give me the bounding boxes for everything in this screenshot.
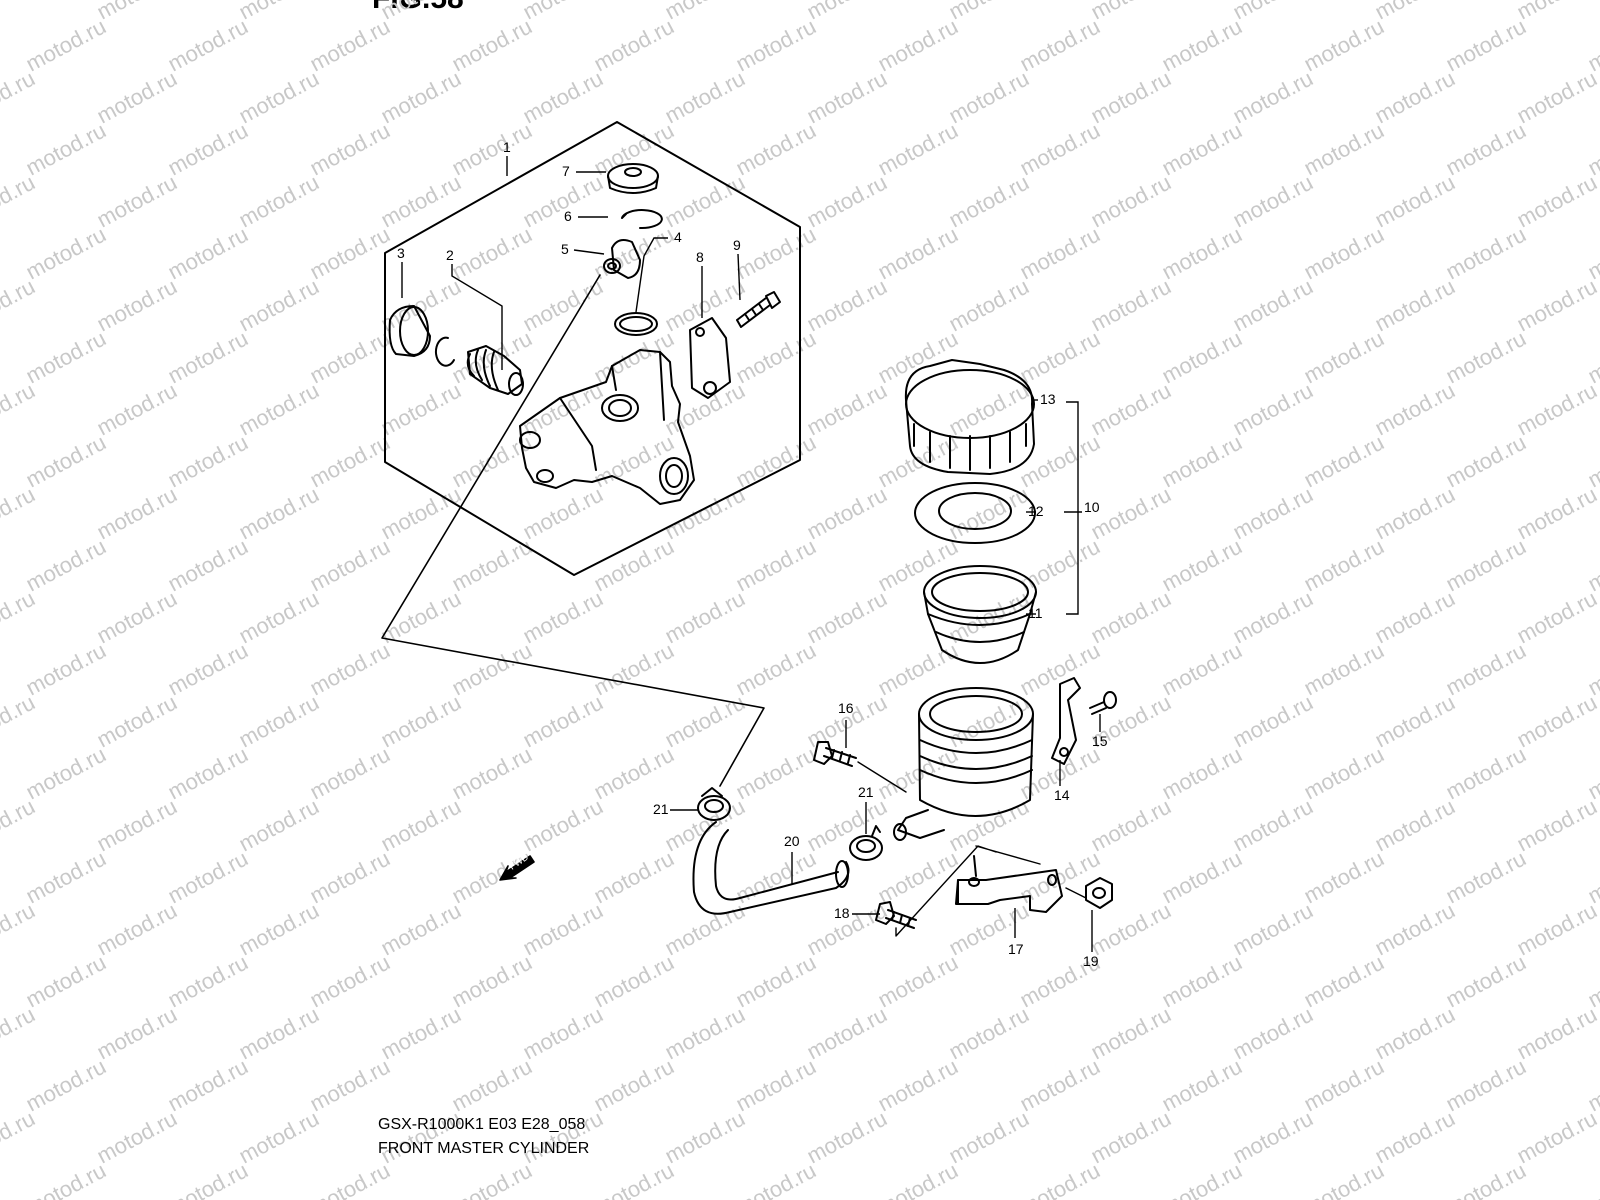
callout-c2: 2 bbox=[446, 247, 454, 263]
master-cylinder-body bbox=[519, 349, 695, 505]
part-20-hose bbox=[692, 821, 850, 915]
part-reservoir-tank bbox=[893, 687, 1034, 841]
part-5-hose-fitting bbox=[603, 239, 641, 279]
part-11-diaphragm bbox=[923, 565, 1037, 664]
callout-c18: 18 bbox=[834, 905, 850, 921]
part-21b-hose-clamp bbox=[849, 825, 883, 861]
callout-c9: 9 bbox=[733, 237, 741, 253]
leader-line-c5 bbox=[573, 249, 605, 255]
callout-c6: 6 bbox=[564, 208, 572, 224]
leader-17-mount bbox=[895, 845, 1041, 937]
part-14-bracket bbox=[1051, 677, 1081, 765]
callout-c21b: 21 bbox=[858, 784, 874, 800]
leader-line-c2 bbox=[451, 264, 503, 370]
callout-c16: 16 bbox=[838, 700, 854, 716]
assembly-name: FRONT MASTER CYLINDER bbox=[378, 1140, 590, 1157]
callout-c3: 3 bbox=[397, 245, 405, 261]
part-16-bolt bbox=[813, 741, 857, 767]
callout-c7: 7 bbox=[562, 163, 570, 179]
figure-title: FIG.58 bbox=[372, 0, 464, 16]
callout-c8: 8 bbox=[696, 249, 704, 265]
part-9-bolt bbox=[736, 291, 781, 328]
bracket-group-10 bbox=[1066, 401, 1079, 615]
model-code: GSX-R1000K1 E03 E28_058 bbox=[378, 1116, 586, 1133]
callout-c14: 14 bbox=[1054, 787, 1070, 803]
part-3-piston-cup bbox=[388, 305, 431, 357]
callout-c5: 5 bbox=[561, 241, 569, 257]
part-6-circlip bbox=[621, 209, 663, 230]
leader-line-c4 bbox=[635, 237, 668, 313]
part-8-clamp bbox=[689, 317, 731, 399]
part-2-circlip bbox=[434, 336, 455, 367]
part-13-reservoir-cap bbox=[904, 359, 1035, 475]
callout-c10: 10 bbox=[1084, 499, 1100, 515]
part-21a-hose-clamp bbox=[697, 787, 731, 821]
part-17-mounting-bracket bbox=[955, 855, 1063, 913]
callout-c17: 17 bbox=[1008, 941, 1024, 957]
callout-c13: 13 bbox=[1040, 391, 1056, 407]
part-12-diaphragm-plate bbox=[914, 482, 1036, 544]
part-2-piston-spring bbox=[466, 345, 524, 396]
callout-c12: 12 bbox=[1028, 503, 1044, 519]
callout-c15: 15 bbox=[1092, 733, 1108, 749]
part-7-dust-boot bbox=[607, 163, 659, 194]
leader-19 bbox=[1065, 887, 1087, 899]
callout-c4: 4 bbox=[674, 229, 682, 245]
callout-c20: 20 bbox=[784, 833, 800, 849]
leader-line-c9 bbox=[737, 253, 741, 301]
callout-c19: 19 bbox=[1083, 953, 1099, 969]
part-4-o-ring bbox=[614, 312, 658, 336]
callout-c21a: 21 bbox=[653, 801, 669, 817]
fwd-arrow-icon bbox=[499, 855, 535, 881]
assembly-1-outline bbox=[384, 121, 801, 576]
callout-c11: 11 bbox=[1028, 605, 1043, 621]
part-15-screw bbox=[1089, 691, 1117, 715]
callout-c1: 1 bbox=[503, 139, 511, 155]
part-19-nut bbox=[1085, 877, 1113, 909]
hose-route-line bbox=[381, 274, 765, 787]
leader-16 bbox=[857, 761, 907, 793]
